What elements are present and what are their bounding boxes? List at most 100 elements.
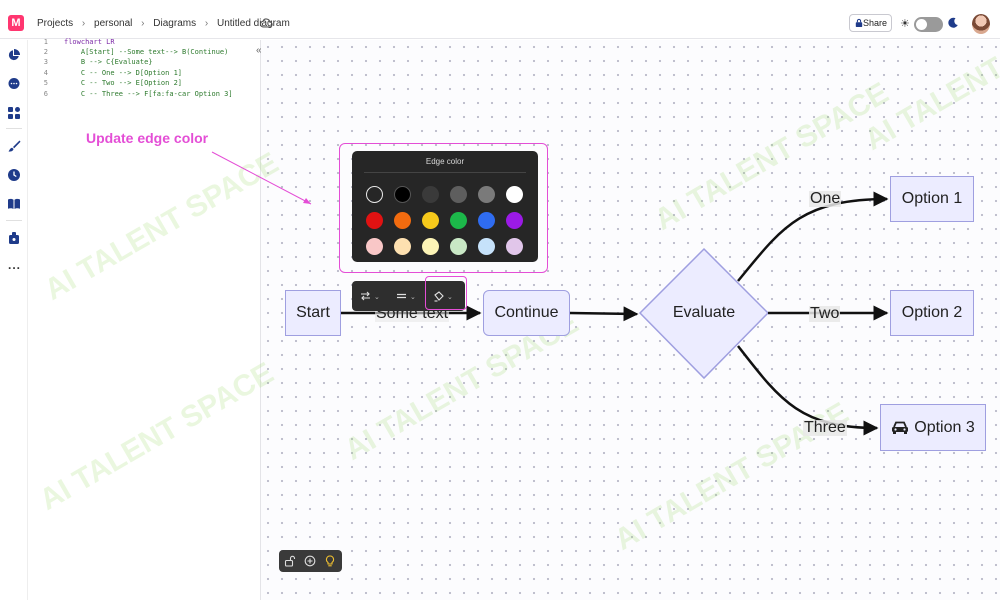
color-swatch[interactable] [394,212,411,229]
code-line[interactable]: 5 C -- Two --> E[Option 2] [28,78,182,88]
clock-icon[interactable] [7,168,21,182]
breadcrumb-item-personal[interactable]: personal [94,18,133,29]
line-number: 1 [43,38,48,46]
edge-toolbar: ⌄ ⌄ ⌄ [352,281,465,311]
lightbulb-icon[interactable] [324,555,336,567]
left-rail: ... [0,40,28,600]
caret-down-icon: ⌄ [447,294,453,301]
node-option-1[interactable]: Option 1 [890,176,974,222]
edge-color-button[interactable]: ⌄ [433,281,453,311]
breadcrumb-separator: › [204,18,209,29]
color-button-highlight-frame [425,276,467,310]
line-number: 2 [43,48,48,56]
share-button[interactable]: Share [849,14,892,32]
car-icon [892,421,909,434]
line-text: B --> C{Evaluate} [64,58,153,66]
color-swatch[interactable] [450,186,467,203]
sun-icon[interactable]: ☀ [900,18,910,30]
popover-title: Edge color [425,157,465,166]
line-number: 6 [43,90,48,98]
line-number: 4 [43,69,48,77]
color-swatch[interactable] [422,186,439,203]
node-evaluate-label[interactable]: Evaluate [672,304,736,321]
popover-divider [364,172,526,173]
node-evaluate-shape[interactable] [638,247,770,380]
edge-color-popover: Edge color [352,151,538,262]
color-swatch[interactable] [478,212,495,229]
toggle-knob [916,19,927,30]
edge-direction-button[interactable]: ⌄ [360,281,380,311]
code-line[interactable]: 6 C -- Three --> F[fa:fa-car Option 3] [28,89,233,99]
node-start[interactable]: Start [285,290,341,336]
color-swatch[interactable] [478,186,495,203]
lock-icon [855,18,863,27]
collapse-editor-button[interactable]: « [256,45,262,56]
line-number: 5 [43,79,48,87]
swap-arrows-icon [361,291,370,301]
more-icon[interactable]: ... [8,258,22,272]
breadcrumb-separator: › [141,18,145,29]
breadcrumb-separator: › [81,18,86,29]
moon-icon[interactable] [947,17,959,29]
breadcrumb-item-diagrams[interactable]: Diagrams [153,18,197,29]
color-swatch[interactable] [478,238,495,255]
edge-evaluate-option3[interactable] [737,345,879,436]
color-swatch[interactable] [394,238,411,255]
color-swatch[interactable] [366,186,383,203]
unlock-icon[interactable] [284,555,296,567]
color-swatch[interactable] [422,238,439,255]
color-swatch[interactable] [422,212,439,229]
cloud-sync-icon[interactable] [259,16,273,30]
app-logo[interactable]: M [8,15,24,31]
breadcrumb-item-current[interactable]: Untitled diagram [217,18,290,29]
caret-down-icon: ⌄ [410,294,416,301]
line-text: C -- Two --> E[Option 2] [64,79,183,87]
popover-highlight-frame [339,143,548,273]
color-swatch[interactable] [506,238,523,255]
code-line[interactable]: 3 B --> C{Evaluate} [28,57,153,67]
plugin-icon[interactable] [7,231,21,245]
edge-style-button[interactable]: ⌄ [396,281,416,311]
rail-divider [6,128,22,129]
color-swatch[interactable] [506,186,523,203]
brush-icon[interactable] [7,139,21,153]
edge-label-three[interactable]: Three [803,419,847,436]
color-swatch[interactable] [506,212,523,229]
color-swatch[interactable] [450,238,467,255]
annotation-arrow [211,151,312,205]
line-style-icon [397,293,406,299]
annotation-label: Update edge color [86,130,209,146]
color-swatch[interactable] [394,186,411,203]
line-text: A[Start] --Some text--> B(Continue) [64,48,229,56]
add-circle-icon[interactable] [304,555,316,567]
shapes-icon[interactable] [7,106,21,120]
color-swatch[interactable] [366,238,383,255]
edge-evaluate-option1[interactable] [737,191,889,282]
node-option-2[interactable]: Option 2 [890,290,974,336]
breadcrumb: Projects › personal › Diagrams › Untitle… [37,18,296,29]
book-icon[interactable] [7,197,21,211]
top-bar: M Projects › personal › Diagrams › Untit… [0,9,1000,39]
color-swatch[interactable] [450,212,467,229]
caret-down-icon: ⌄ [374,294,380,301]
pie-chart-icon[interactable] [7,48,21,62]
node-continue[interactable]: Continue [483,290,570,336]
node-option-3[interactable]: Option 3 [880,404,986,451]
edge-continue-evaluate[interactable] [569,306,639,322]
chat-icon[interactable] [7,77,21,91]
line-number: 3 [43,58,48,66]
code-line[interactable]: 4 C -- One --> D[Option 1] [28,68,182,78]
color-swatch[interactable] [366,212,383,229]
rail-divider [6,220,22,221]
theme-toggle[interactable] [914,17,943,32]
line-text: C -- Three --> F[fa:fa-car Option 3] [64,90,233,98]
user-avatar[interactable] [972,14,990,34]
breadcrumb-item-projects[interactable]: Projects [37,18,74,29]
annotation-arrowhead [303,198,311,204]
code-line[interactable]: 2 A[Start] --Some text--> B(Continue) [28,47,229,57]
edge-label-one[interactable]: One [809,190,842,207]
edge-label-two[interactable]: Two [809,305,841,322]
